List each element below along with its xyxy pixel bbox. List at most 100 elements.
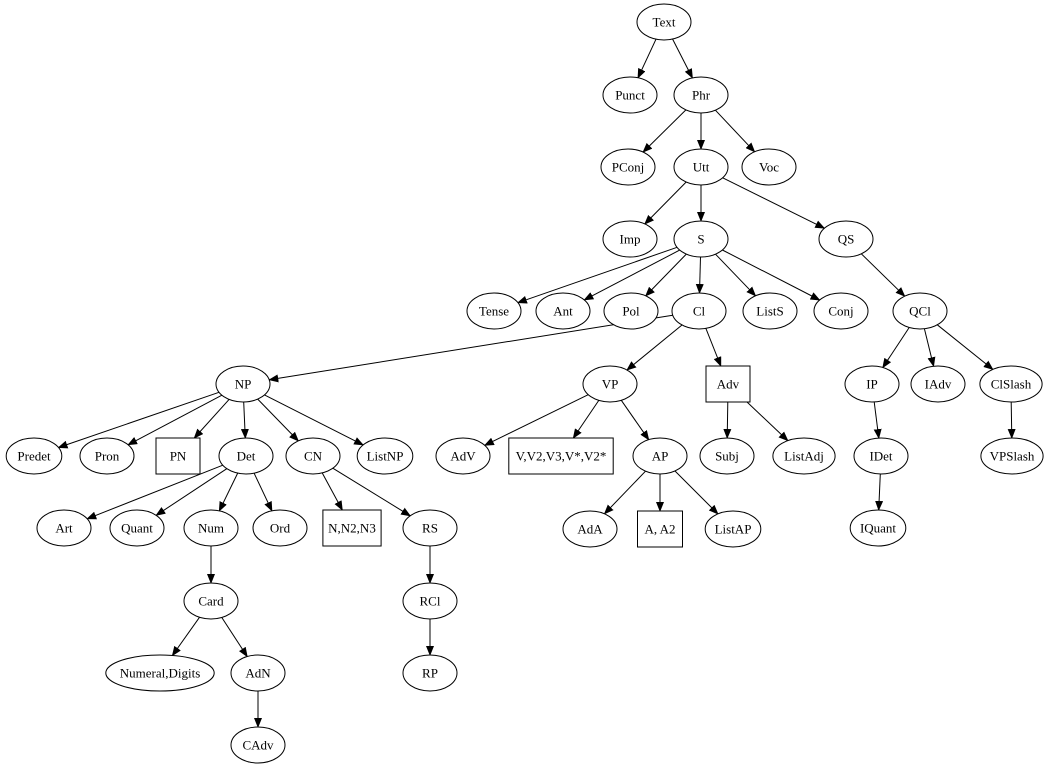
node-IP: IP — [844, 365, 900, 403]
node-Conj: Conj — [813, 292, 869, 330]
node-shape-Det — [218, 437, 274, 475]
node-QCl: QCl — [892, 292, 948, 330]
node-Imp: Imp — [602, 220, 658, 258]
node-label-NumeralDigits: Numeral,Digits — [120, 666, 201, 681]
node-RCl: RCl — [402, 582, 458, 620]
node-label-Ns: N,N2,N3 — [328, 521, 376, 536]
edge-Det-Quant — [155, 468, 228, 516]
node-shape-AdA — [562, 510, 618, 548]
node-label-PN: PN — [170, 449, 187, 464]
node-IAdv: IAdv — [910, 365, 966, 403]
edge-AdvBox-ListAdj — [746, 401, 789, 442]
node-shape-ListS — [742, 292, 798, 330]
edge-IP-IDet — [873, 401, 882, 440]
node-As: A, A2 — [637, 510, 683, 548]
node-AdN: AdN — [230, 654, 286, 692]
node-shape-Subj — [699, 437, 755, 475]
node-Vs: V,V2,V3,V*,V2* — [508, 437, 614, 475]
node-shape-VPSlash — [980, 437, 1044, 475]
node-label-Pron: Pron — [95, 449, 120, 464]
node-shape-Card — [183, 582, 239, 620]
node-label-RCl: RCl — [420, 594, 441, 609]
edge-AdvBox-Subj — [723, 401, 732, 439]
node-shape-Pol — [603, 292, 659, 330]
edge-Text-Punct — [637, 38, 657, 79]
edge-Cl-VP — [626, 324, 683, 371]
node-label-Num: Num — [198, 521, 224, 536]
node-Punct: Punct — [602, 76, 658, 114]
edge-NP-Det — [240, 401, 249, 439]
edges-layer — [57, 38, 1016, 728]
edge-NP-ListNP — [264, 394, 364, 446]
node-shape-RS — [402, 509, 458, 547]
node-ListS: ListS — [742, 292, 798, 330]
node-label-AdV: AdV — [450, 449, 476, 464]
node-shape-Phr — [673, 76, 729, 114]
node-label-ListS: ListS — [756, 304, 783, 319]
edge-CN-RS — [332, 467, 412, 517]
node-shape-PN — [155, 437, 201, 475]
node-label-AdN: AdN — [245, 666, 271, 681]
node-shape-S — [673, 220, 729, 258]
node-label-CN: CN — [304, 449, 323, 464]
node-shape-RP — [402, 654, 458, 692]
node-shape-ClSlash — [979, 365, 1043, 403]
edge-S-Conj — [722, 249, 821, 301]
node-label-Conj: Conj — [828, 304, 853, 319]
node-label-PConj: PConj — [612, 160, 645, 175]
node-NP: NP — [215, 365, 271, 403]
edge-Det-Ord — [253, 472, 273, 512]
node-shape-QCl — [892, 292, 948, 330]
node-IDet: IDet — [853, 437, 909, 475]
node-Ns: N,N2,N3 — [322, 509, 382, 547]
node-shape-Vs — [508, 437, 614, 475]
edge-Phr-Voc — [715, 109, 756, 153]
node-shape-Utt — [673, 148, 729, 186]
node-shape-PConj — [600, 148, 656, 186]
node-VP: VP — [582, 365, 638, 403]
node-label-Ord: Ord — [270, 521, 291, 536]
edge-S-ListS — [715, 253, 757, 297]
node-Art: Art — [36, 509, 92, 547]
node-AdA: AdA — [562, 510, 618, 548]
node-VPSlash: VPSlash — [980, 437, 1044, 475]
node-label-Text: Text — [653, 15, 676, 30]
node-ListAP: ListAP — [704, 510, 762, 548]
edge-QCl-IAdv — [923, 328, 936, 368]
edge-Cl-NP — [268, 314, 673, 383]
node-Pol: Pol — [603, 292, 659, 330]
node-shape-AdvBox — [705, 365, 751, 403]
node-label-Quant: Quant — [121, 521, 153, 536]
edge-S-Pol — [645, 253, 687, 297]
node-label-ListAP: ListAP — [715, 522, 752, 537]
node-shape-Ant — [535, 292, 591, 330]
node-label-Phr: Phr — [692, 88, 711, 103]
node-shape-VP — [582, 365, 638, 403]
edge-VP-AdV — [483, 394, 589, 446]
node-shape-ListNP — [356, 437, 414, 475]
node-shape-IAdv — [910, 365, 966, 403]
node-label-RS: RS — [422, 521, 438, 536]
edge-VP-Vs — [572, 400, 600, 439]
node-Card: Card — [183, 582, 239, 620]
node-shape-Text — [636, 3, 692, 41]
node-shape-Predet — [5, 437, 63, 475]
node-PConj: PConj — [600, 148, 656, 186]
node-ListAdj: ListAdj — [772, 437, 836, 475]
node-label-QS: QS — [838, 232, 855, 247]
node-IQuant: IQuant — [849, 509, 907, 547]
node-label-Imp: Imp — [620, 232, 641, 247]
node-shape-IP — [844, 365, 900, 403]
node-Text: Text — [636, 3, 692, 41]
node-Cl: Cl — [671, 292, 727, 330]
node-label-AdvBox: Adv — [717, 377, 740, 392]
node-label-RP: RP — [422, 666, 438, 681]
edge-NP-PN — [193, 399, 230, 439]
edge-VP-AP — [620, 400, 650, 441]
edge-Utt-QS — [722, 177, 826, 229]
node-Num: Num — [183, 509, 239, 547]
node-shape-Ns — [322, 509, 382, 547]
